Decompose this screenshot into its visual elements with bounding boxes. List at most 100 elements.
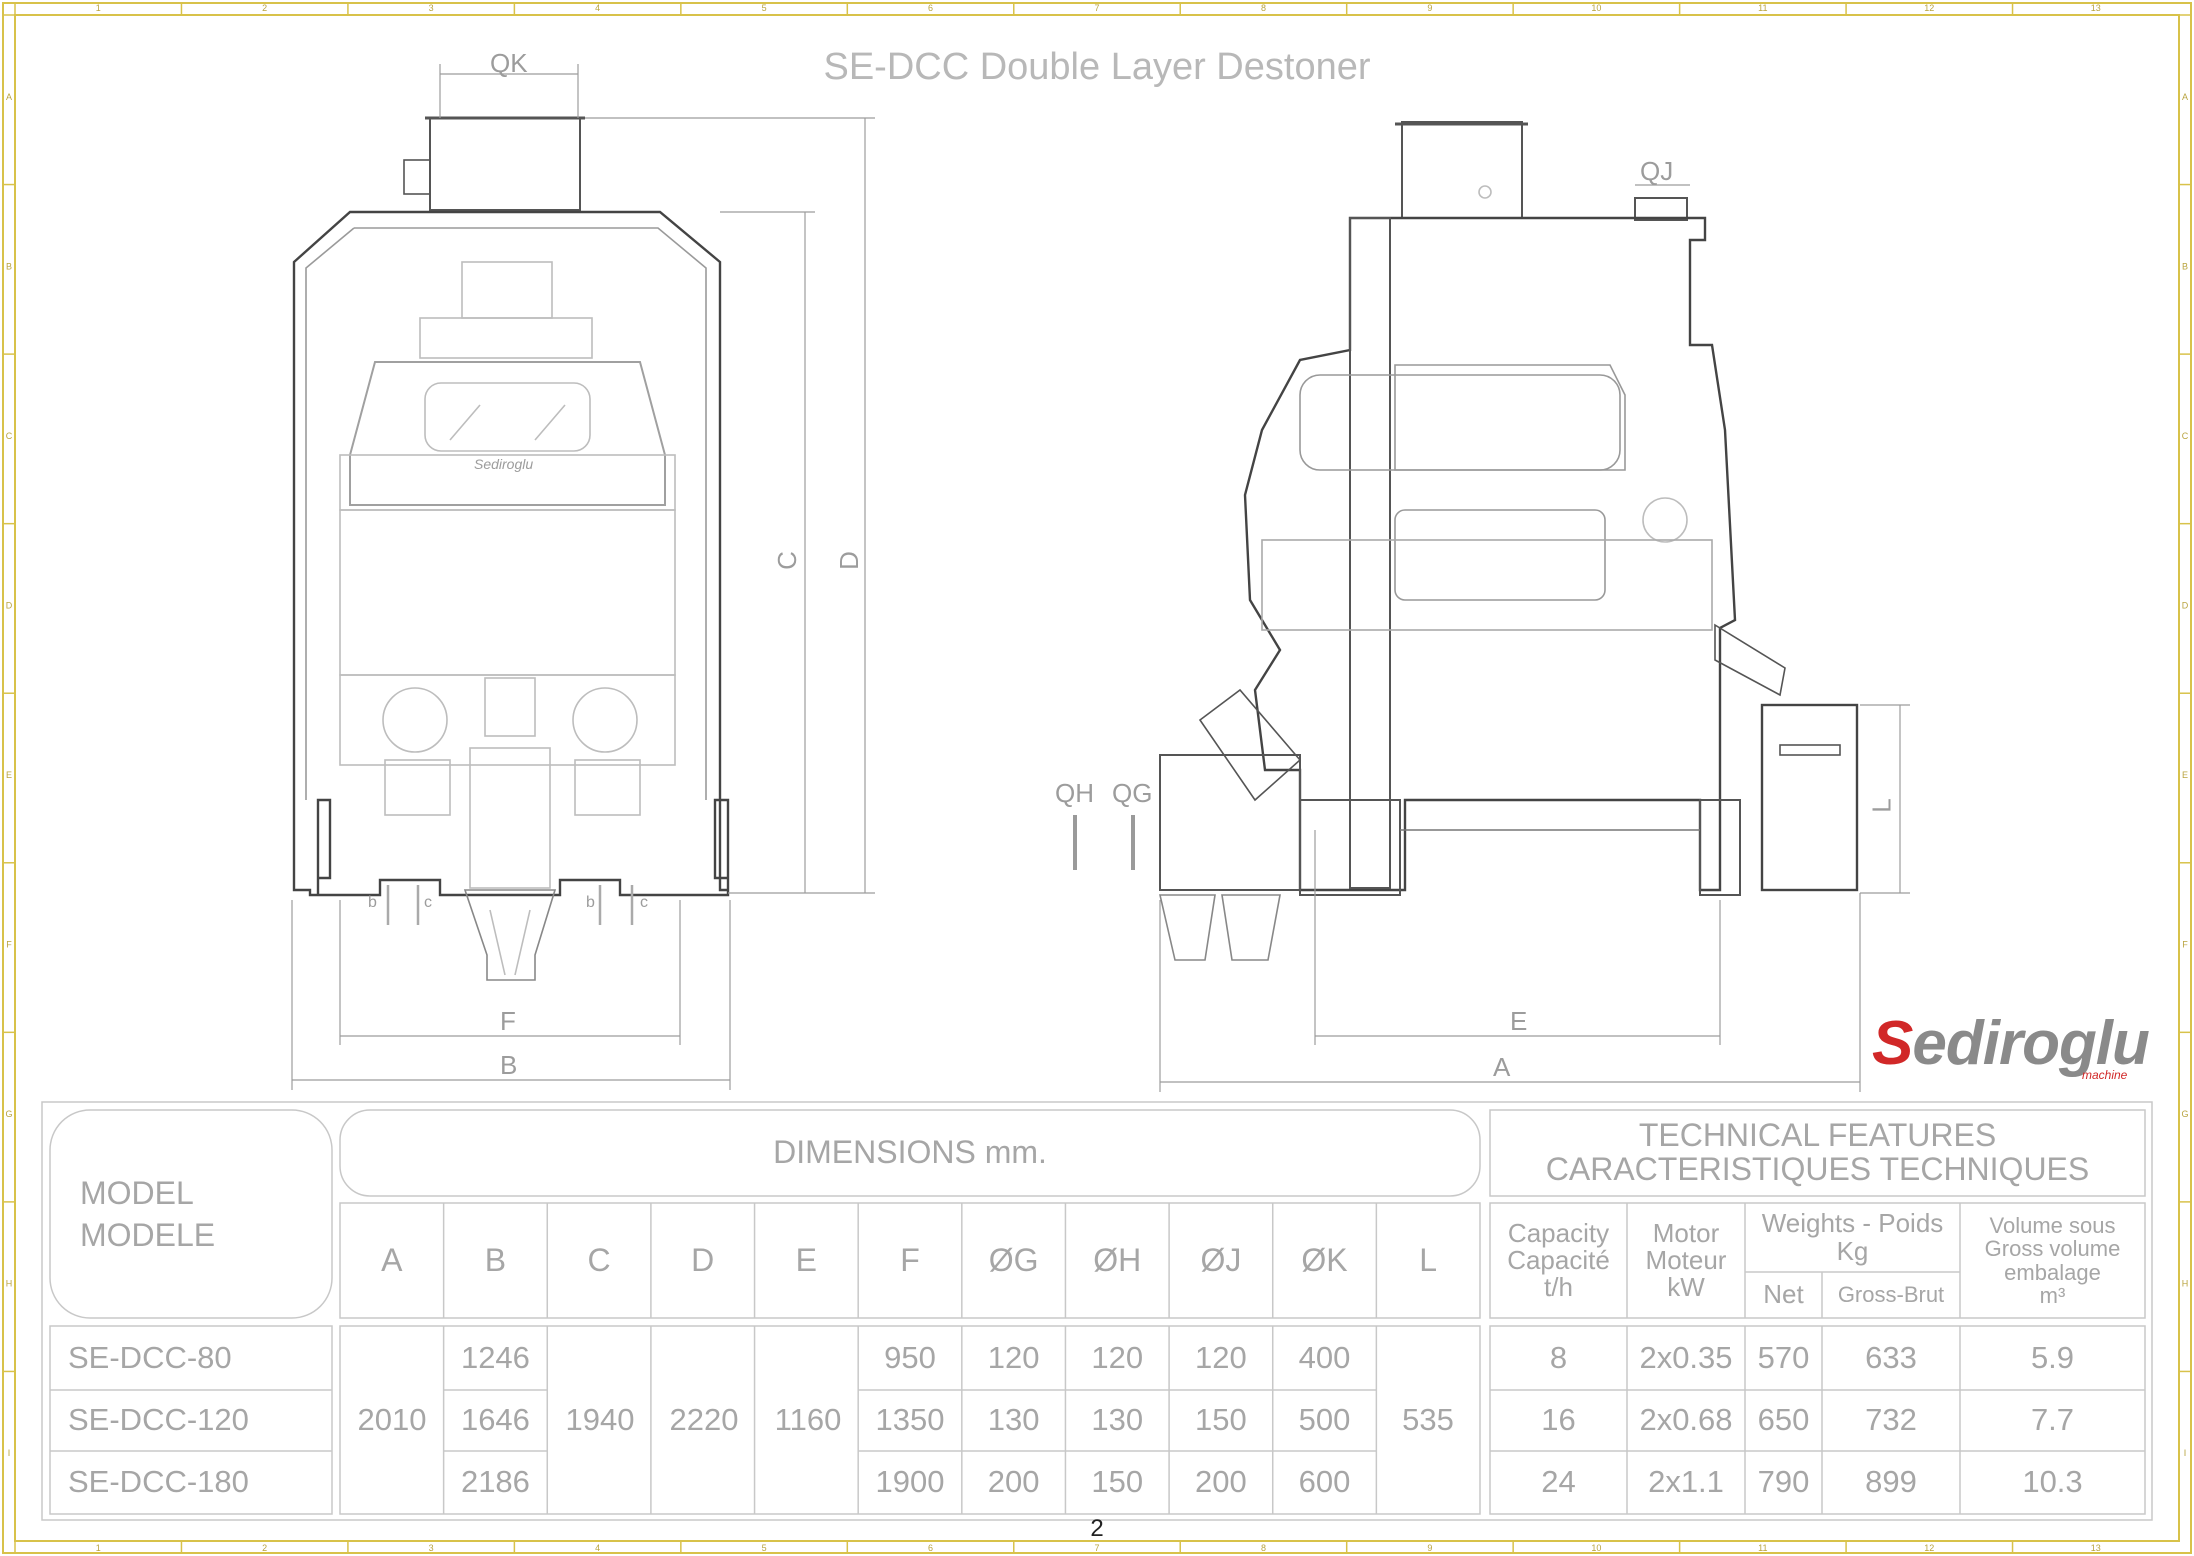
technical-features-en: TECHNICAL FEATURES xyxy=(1638,1117,1997,1154)
capacity-header: Capacity Capacité t/h xyxy=(1490,1203,1627,1318)
technical-features-fr: CARACTERISTIQUES TECHNIQUES xyxy=(1545,1151,2090,1187)
frame-column-marker: 4 xyxy=(595,1543,600,1553)
net-cell: 650 xyxy=(1757,1402,1810,1438)
dim-label-qk: QK xyxy=(490,48,528,78)
frame-row-marker: F xyxy=(6,940,12,950)
frame-column-marker: 9 xyxy=(1427,3,1432,13)
dim-k-cell: 400 xyxy=(1298,1339,1351,1375)
frame-column-marker: 3 xyxy=(429,3,434,13)
frame-column-marker: 6 xyxy=(928,1543,933,1553)
frame-column-marker: 12 xyxy=(1924,1543,1934,1553)
capacity-cell: 16 xyxy=(1541,1402,1576,1438)
brand-logo-initial: S xyxy=(1872,1009,1913,1078)
gross-cell: 732 xyxy=(1865,1402,1917,1438)
dim-column-header: E xyxy=(795,1241,818,1278)
frame-column-marker: 11 xyxy=(1758,3,1767,13)
dim-column-header: L xyxy=(1419,1241,1438,1278)
volume-cell: 5.9 xyxy=(2030,1339,2075,1375)
frame-column-marker: 2 xyxy=(262,3,267,13)
dim-c-value: 1940 xyxy=(565,1401,635,1437)
frame-row-marker: I xyxy=(2184,1448,2187,1458)
dim-column-header: ØK xyxy=(1301,1241,1348,1278)
dim-e-value: 1160 xyxy=(774,1401,842,1437)
brand-logo: Sediroglu xyxy=(1872,1008,2150,1079)
frame-column-marker: 1 xyxy=(96,3,101,13)
dim-j-cell: 150 xyxy=(1195,1402,1247,1438)
dim-k-cell: 500 xyxy=(1298,1402,1351,1438)
dim-f-cell: 1900 xyxy=(875,1464,945,1500)
frame-column-marker: 6 xyxy=(928,3,933,13)
frame-row-marker: D xyxy=(6,600,13,610)
outlet-label-b-right: b xyxy=(586,894,595,911)
frame-column-marker: 13 xyxy=(2091,1543,2101,1553)
frame-column-marker: 5 xyxy=(762,1543,767,1553)
dim-column-header: B xyxy=(484,1241,507,1278)
dim-b-cell: 2186 xyxy=(460,1464,530,1500)
model-header: MODEL MODELE xyxy=(80,1160,300,1270)
frame-row-marker: E xyxy=(6,770,12,780)
frame-column-marker: 1 xyxy=(96,1543,101,1553)
dim-label-qh: QH xyxy=(1055,778,1094,808)
frame-row-marker: A xyxy=(2182,92,2188,102)
page-number: 2 xyxy=(1090,1515,1104,1542)
gross-cell: 899 xyxy=(1865,1464,1917,1500)
volume-header-unit: m³ xyxy=(2039,1282,2066,1308)
volume-header: Volume sous Gross volume embalage m³ xyxy=(1960,1203,2145,1318)
frame-column-marker: 8 xyxy=(1261,3,1266,13)
gross-cell: 633 xyxy=(1865,1339,1917,1375)
frame-row-marker: F xyxy=(2182,940,2188,950)
motor-header-unit: kW xyxy=(1667,1272,1705,1303)
dim-label-b: B xyxy=(500,1050,518,1080)
frame-row-marker: B xyxy=(6,261,12,271)
frame-row-marker: H xyxy=(2182,1279,2189,1289)
frame-row-marker: B xyxy=(2182,261,2188,271)
capacity-cell: 24 xyxy=(1541,1464,1576,1500)
dim-label-f: F xyxy=(500,1006,516,1036)
capacity-header-fr: Capacité xyxy=(1507,1244,1610,1275)
dim-f-cell: 1350 xyxy=(875,1402,945,1438)
frame-column-marker: 7 xyxy=(1094,1543,1099,1553)
frame-row-marker: G xyxy=(2181,1109,2188,1119)
model-header-en: MODEL xyxy=(80,1175,194,1212)
volume-cell: 10.3 xyxy=(2022,1464,2083,1500)
dim-g-cell: 130 xyxy=(987,1402,1040,1438)
weights-header-unit: Kg xyxy=(1836,1235,1869,1266)
volume-header-line3: embalage xyxy=(2004,1259,2101,1285)
model-name-cell: SE-DCC-180 xyxy=(68,1464,249,1500)
machine-badge: Sediroglu xyxy=(474,456,534,472)
frame-column-marker: 13 xyxy=(2091,3,2101,13)
dim-h-cell: 120 xyxy=(1091,1339,1144,1375)
dim-g-cell: 120 xyxy=(987,1339,1040,1375)
frame-row-marker: G xyxy=(5,1109,12,1119)
motor-cell: 2x0.35 xyxy=(1639,1339,1733,1375)
outlet-label-c-left: c xyxy=(424,894,432,911)
dim-j-cell: 120 xyxy=(1195,1339,1247,1375)
frame-column-marker: 9 xyxy=(1427,1543,1432,1553)
frame-column-marker: 7 xyxy=(1094,3,1099,13)
dim-j-cell: 200 xyxy=(1195,1464,1247,1500)
dim-g-cell: 200 xyxy=(987,1464,1040,1500)
net-weight-header: Net xyxy=(1763,1279,1804,1310)
frame-row-marker: I xyxy=(8,1448,11,1458)
dimensions-header: DIMENSIONS mm. xyxy=(773,1134,1047,1171)
dim-f-cell: 950 xyxy=(884,1339,936,1375)
dim-label-a: A xyxy=(1493,1052,1511,1082)
model-name-cell: SE-DCC-80 xyxy=(68,1339,232,1375)
dim-column-header: D xyxy=(691,1241,715,1278)
volume-cell: 7.7 xyxy=(2030,1402,2075,1438)
dim-label-qg: QG xyxy=(1112,778,1153,808)
model-name-cell: SE-DCC-120 xyxy=(68,1402,249,1438)
frame-row-marker: C xyxy=(6,431,13,441)
dim-label-qj: QJ xyxy=(1640,156,1674,186)
frame-row-marker: C xyxy=(2182,431,2189,441)
frame-column-marker: 11 xyxy=(1758,1543,1767,1553)
frame-column-marker: 3 xyxy=(429,1543,434,1553)
frame-column-marker: 4 xyxy=(595,3,600,13)
dim-h-cell: 150 xyxy=(1091,1464,1144,1500)
frame-row-marker: H xyxy=(6,1279,13,1289)
dim-b-cell: 1246 xyxy=(460,1339,530,1375)
